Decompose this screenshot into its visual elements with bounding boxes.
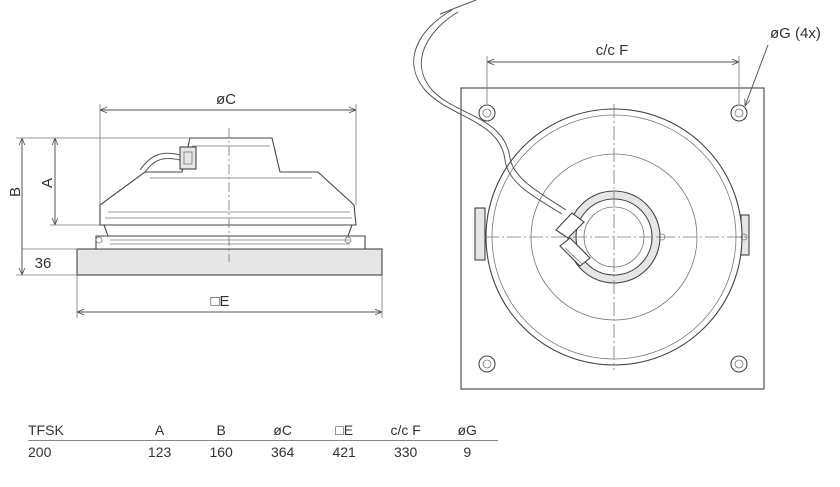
side-view: B A 36 øC □E [7,91,383,318]
cell-f: 330 [393,443,418,460]
cable [139,152,181,171]
table-row: 200 123 160 364 421 330 9 [28,441,498,463]
header-e: □E [313,419,375,441]
header-c: øC [251,419,314,441]
label-b: B [7,187,24,197]
label-a: A [39,178,56,188]
label-e: □E [210,293,229,310]
label-36: 36 [35,255,52,272]
spec-table: TFSK A B øC □E c/c F øG 200 123 160 364 … [28,419,498,462]
cell-model: 200 [28,443,52,460]
top-terminal-box [555,212,591,267]
terminal-box [179,146,197,170]
cell-g: 9 [463,443,472,460]
top-cable [413,9,563,215]
cell-b: 160 [209,443,233,460]
cell-a: 123 [147,443,172,460]
label-g: øG (4x) [770,25,821,42]
spec-table-header-row: TFSK A B øC □E c/c F øG [28,419,498,441]
header-g: øG [436,419,498,441]
header-f: c/c F [374,419,437,441]
header-model: TFSK [28,419,129,441]
mounting-flange [95,235,366,250]
cell-c: 364 [270,443,295,460]
base-plate [76,248,383,276]
label-f: c/c F [596,42,629,59]
label-c: øC [216,91,236,108]
header-b: B [190,419,252,441]
corner-holes [478,104,748,373]
header-a: A [128,419,191,441]
top-view: c/c F øG (4x) [413,0,821,390]
fan-housing [99,137,357,226]
cell-e: 421 [332,443,356,460]
